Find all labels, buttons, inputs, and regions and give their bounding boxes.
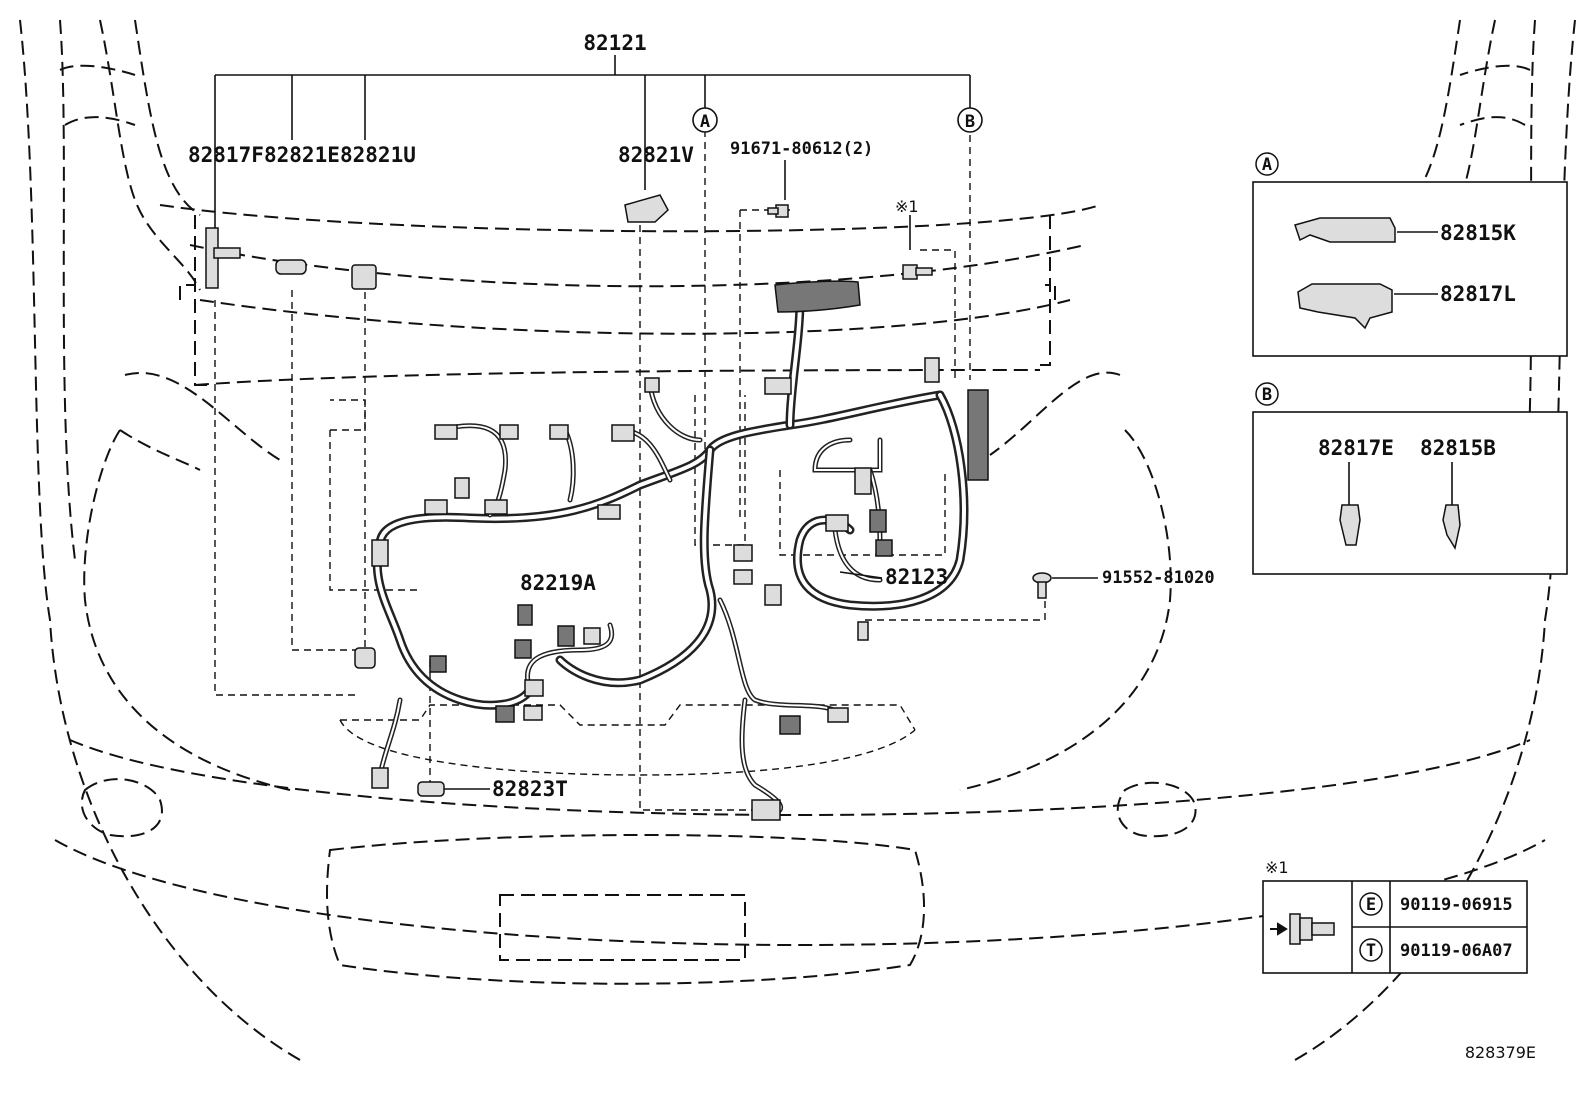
clamp-82817e-shape bbox=[1339, 504, 1361, 546]
connector bbox=[733, 544, 753, 562]
diagram-id: 828379E bbox=[1465, 1043, 1536, 1062]
engine-wire-harness bbox=[372, 295, 969, 818]
detail-b-badge: B bbox=[1262, 385, 1272, 405]
connector bbox=[495, 705, 515, 723]
connector bbox=[514, 639, 532, 659]
relay-block bbox=[967, 389, 989, 481]
label-82817l: 82817L bbox=[1440, 282, 1516, 306]
connector bbox=[424, 499, 448, 515]
connector bbox=[825, 514, 849, 532]
connector bbox=[924, 357, 940, 383]
harness-protector-top bbox=[774, 280, 861, 313]
label-82821u: 82821U bbox=[340, 143, 416, 167]
callout-b: B bbox=[957, 107, 983, 133]
detail-b-panel: B 82817E 82815B bbox=[1252, 382, 1568, 575]
label-82821e: 82821E bbox=[264, 143, 340, 167]
svg-text:A: A bbox=[700, 112, 710, 132]
connector bbox=[733, 569, 753, 585]
connector bbox=[371, 767, 389, 789]
connector bbox=[371, 539, 389, 567]
bolt-91671-icon bbox=[767, 204, 789, 218]
connector bbox=[517, 604, 533, 626]
connector bbox=[611, 424, 635, 442]
connector bbox=[354, 647, 376, 669]
connector bbox=[751, 799, 781, 821]
label-91552: 91552-81020 bbox=[1102, 568, 1215, 588]
code-e-badge bbox=[1359, 892, 1383, 916]
ground-terminal bbox=[857, 621, 869, 641]
label-82821v: 82821V bbox=[618, 143, 694, 167]
svg-text:B: B bbox=[965, 112, 975, 132]
bolt-icon bbox=[1270, 913, 1335, 945]
connector bbox=[764, 377, 792, 395]
callout-a: A bbox=[692, 107, 718, 133]
clamp-82821e-shape bbox=[275, 259, 307, 275]
code-t-badge bbox=[1359, 938, 1383, 962]
connector bbox=[484, 499, 508, 515]
clamp-82817f-arm bbox=[213, 247, 241, 259]
part-90119-06a07: 90119-06A07 bbox=[1400, 941, 1513, 961]
detail-a-badge: A bbox=[1262, 155, 1272, 175]
svg-text:E: E bbox=[1366, 895, 1376, 915]
connector bbox=[644, 377, 660, 393]
connector bbox=[549, 424, 569, 440]
bolt-ref1-icon bbox=[902, 264, 933, 280]
label-82823t: 82823T bbox=[492, 777, 568, 801]
label-91671: 91671-80612(2) bbox=[730, 139, 873, 159]
connectors bbox=[205, 194, 1052, 821]
connector bbox=[557, 625, 575, 647]
connector bbox=[854, 467, 872, 495]
protector-82823t-shape bbox=[417, 781, 445, 797]
connector bbox=[827, 707, 849, 723]
detail-a-panel: A 82815K 82817L bbox=[1252, 152, 1568, 357]
connector bbox=[524, 679, 544, 697]
part-labels: 82121 82817F 82821E 82821U 82821V 91671-… bbox=[188, 31, 1215, 801]
clamp-82815k-shape bbox=[1294, 217, 1396, 243]
connector bbox=[523, 705, 543, 721]
connector bbox=[499, 424, 519, 440]
clamp-82821v-shape bbox=[624, 194, 669, 223]
label-82815b: 82815B bbox=[1420, 436, 1496, 460]
label-82817f: 82817F bbox=[188, 143, 264, 167]
label-82817e: 82817E bbox=[1318, 436, 1394, 460]
clamp-82821u-shape bbox=[351, 264, 377, 290]
part-90119-06915: 90119-06915 bbox=[1400, 895, 1513, 915]
connector bbox=[583, 627, 601, 645]
connector bbox=[869, 509, 887, 533]
connector bbox=[764, 584, 782, 606]
connector bbox=[779, 715, 801, 735]
label-82815k: 82815K bbox=[1440, 221, 1516, 245]
connector bbox=[597, 504, 621, 520]
svg-text:T: T bbox=[1366, 941, 1376, 961]
clamp-82815b-shape bbox=[1442, 504, 1461, 550]
bolt-note-table: ※1 E T 90119-06915 90119-06A07 bbox=[1262, 858, 1528, 974]
connector bbox=[434, 424, 458, 440]
bolt-91552-icon bbox=[1032, 572, 1052, 599]
label-82123: 82123 bbox=[885, 565, 948, 589]
label-note-ref: ※1 bbox=[895, 197, 919, 216]
note-table-ref: ※1 bbox=[1265, 858, 1289, 877]
connector bbox=[875, 539, 893, 557]
connector bbox=[429, 655, 447, 673]
harness-leader-bracket bbox=[214, 55, 971, 250]
label-82219a: 82219A bbox=[520, 571, 596, 595]
label-main-harness: 82121 bbox=[583, 31, 646, 55]
clamp-82817l-shape bbox=[1297, 283, 1393, 330]
connector bbox=[454, 477, 470, 499]
